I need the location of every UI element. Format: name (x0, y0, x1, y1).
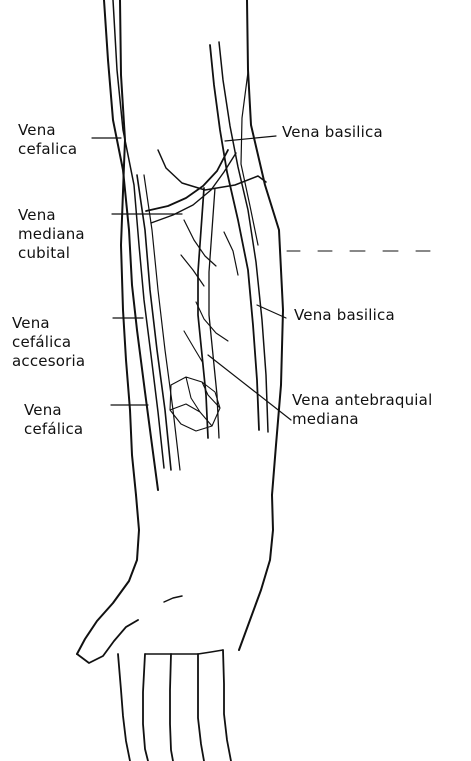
label-median-antebrachial-line-1: Vena antebraquial (292, 391, 432, 410)
label-cephalic-upper: Vena cefalica (18, 121, 77, 159)
finger-3 (170, 654, 173, 761)
label-median-cubital-line-3: cubital (18, 244, 85, 263)
elbow-crease (158, 150, 266, 190)
label-median-antebrachial: Vena antebraquial mediana (292, 391, 432, 429)
finger-1 (118, 654, 130, 761)
label-median-antebrachial-line-2: mediana (292, 410, 432, 429)
label-basilic-lower: Vena basilica (294, 306, 395, 325)
label-median-cubital: Vena mediana cubital (18, 206, 85, 263)
hand-outline-right (239, 495, 273, 650)
label-cephalic-lower-line-2: cefálica (24, 420, 83, 439)
label-median-cubital-line-2: mediana (18, 225, 85, 244)
label-basilic-upper: Vena basilica (282, 123, 383, 142)
accessory-cephalic-vein (137, 175, 171, 470)
vein-branch-3 (224, 232, 238, 275)
arm-outline-right (247, 0, 283, 495)
leader-line-median-antebrachial (208, 355, 291, 420)
label-accessory-cephalic: Vena cefálica accesoria (12, 314, 85, 371)
label-basilic-lower-text: Vena basilica (294, 306, 395, 325)
median-cubital-vein (146, 150, 228, 211)
finger-5 (223, 650, 231, 761)
median-antebrachial-vein (198, 188, 208, 438)
label-accessory-cephalic-line-2: cefálica (12, 333, 85, 352)
palm-crease (164, 596, 182, 602)
label-cephalic-upper-line-2: cefalica (18, 140, 77, 159)
label-cephalic-lower: Vena cefálica (24, 401, 83, 439)
thumb (77, 620, 138, 663)
label-accessory-cephalic-line-3: accesoria (12, 352, 85, 371)
label-accessory-cephalic-line-1: Vena (12, 314, 85, 333)
label-cephalic-lower-line-1: Vena (24, 401, 83, 420)
label-cephalic-upper-line-1: Vena (18, 121, 77, 140)
label-basilic-upper-text: Vena basilica (282, 123, 383, 142)
wrist-outline (77, 495, 139, 654)
knuckle-gap-3 (198, 650, 223, 654)
label-median-cubital-line-1: Vena (18, 206, 85, 225)
vein-branch-2 (181, 255, 204, 286)
finger-4 (198, 654, 204, 761)
finger-2 (143, 654, 148, 761)
wrist-vein-network (170, 377, 220, 431)
arm-outline-left (120, 0, 136, 495)
